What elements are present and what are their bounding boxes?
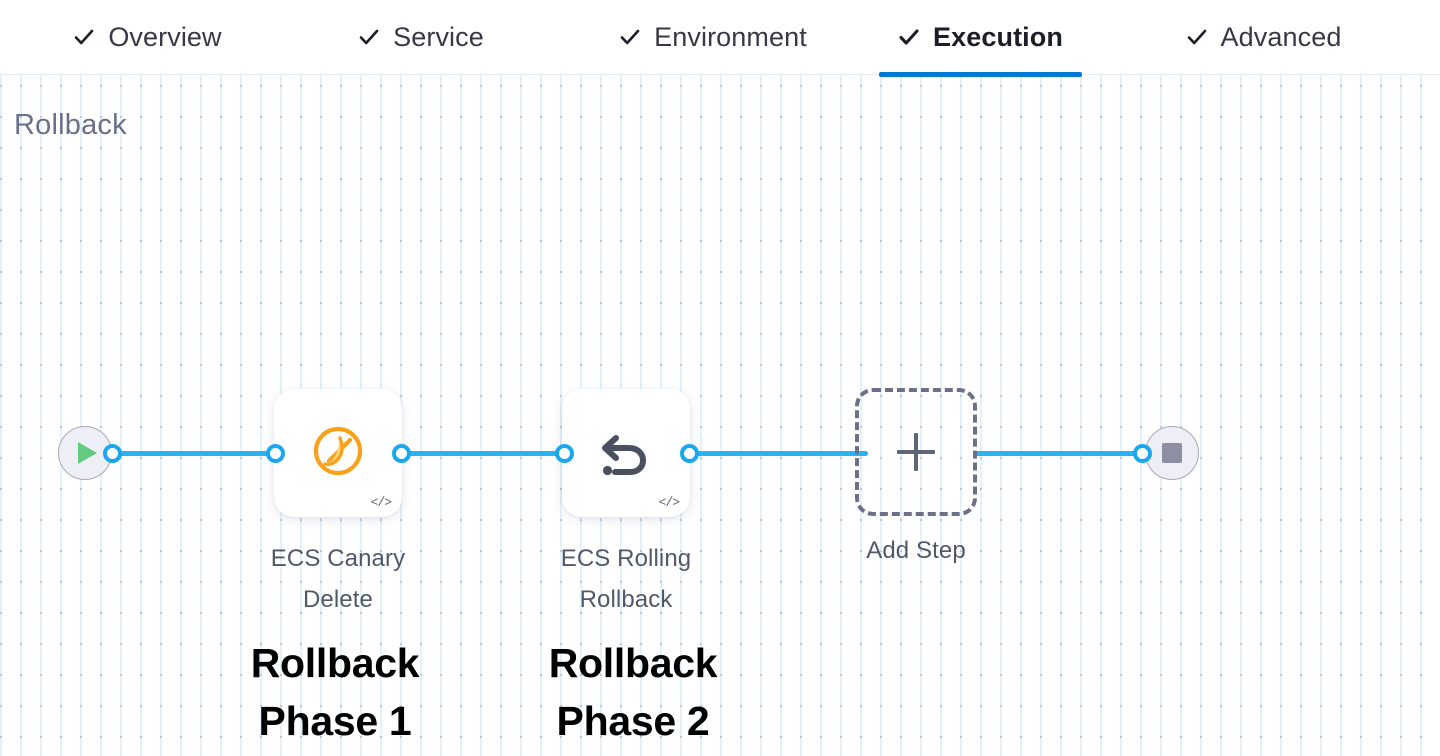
port-step1-out[interactable] — [392, 444, 411, 463]
port-end-in[interactable] — [1133, 444, 1152, 463]
tab-label: Service — [393, 21, 484, 52]
port-step1-in[interactable] — [266, 444, 285, 463]
step-caption-ecs-canary-delete: ECS Canary Delete — [270, 545, 406, 614]
tab-execution[interactable]: Execution — [879, 0, 1082, 77]
stop-icon — [1162, 443, 1182, 463]
tab-advanced[interactable]: Advanced — [1156, 0, 1371, 75]
pipeline-canvas[interactable]: Rollback </> ECS Canary Delete Rollback … — [0, 75, 1440, 756]
code-badge-icon[interactable]: </> — [658, 495, 680, 510]
wizard-tab-bar: Overview Service Environment Execution A… — [0, 0, 1440, 77]
step-node-ecs-canary-delete[interactable]: </> — [274, 389, 402, 517]
step-node-ecs-rolling-rollback[interactable]: </> — [562, 389, 690, 517]
edge-addstep-to-end — [975, 451, 1150, 456]
check-icon — [73, 26, 95, 48]
rollback-flow-graph: </> ECS Canary Delete Rollback Phase 1 <… — [0, 75, 1440, 756]
check-icon — [619, 26, 641, 48]
port-start-out[interactable] — [103, 444, 122, 463]
tab-environment[interactable]: Environment — [583, 0, 843, 75]
check-icon — [358, 26, 380, 48]
check-icon — [1186, 26, 1208, 48]
add-step-label: Add Step — [866, 537, 966, 564]
edge-step2-to-addstep — [688, 451, 868, 456]
tab-overview[interactable]: Overview — [40, 0, 255, 75]
end-node[interactable] — [1145, 426, 1199, 480]
tab-label: Overview — [108, 21, 222, 52]
edge-start-to-step1 — [112, 451, 284, 456]
harness-ecs-icon — [310, 423, 366, 484]
code-badge-icon[interactable]: </> — [370, 495, 392, 510]
annotation-rollback-phase-2: Rollback Phase 2 — [548, 640, 718, 745]
active-tab-indicator — [879, 71, 1082, 77]
play-icon — [78, 442, 97, 464]
annotation-rollback-phase-1: Rollback Phase 1 — [250, 640, 420, 745]
tab-label: Environment — [654, 21, 807, 52]
rollback-arrow-icon — [596, 422, 656, 485]
edge-step1-to-step2 — [400, 451, 572, 456]
tab-service[interactable]: Service — [330, 0, 512, 75]
tab-label: Advanced — [1220, 21, 1342, 52]
add-step-button[interactable] — [855, 388, 977, 516]
port-step2-out[interactable] — [680, 444, 699, 463]
tab-label: Execution — [933, 21, 1063, 52]
step-caption-ecs-rolling-rollback: ECS Rolling Rollback — [560, 545, 692, 614]
check-icon — [898, 26, 920, 48]
port-step2-in[interactable] — [555, 444, 574, 463]
plus-icon-vertical — [913, 433, 919, 471]
page-title: Rollback — [14, 109, 127, 141]
